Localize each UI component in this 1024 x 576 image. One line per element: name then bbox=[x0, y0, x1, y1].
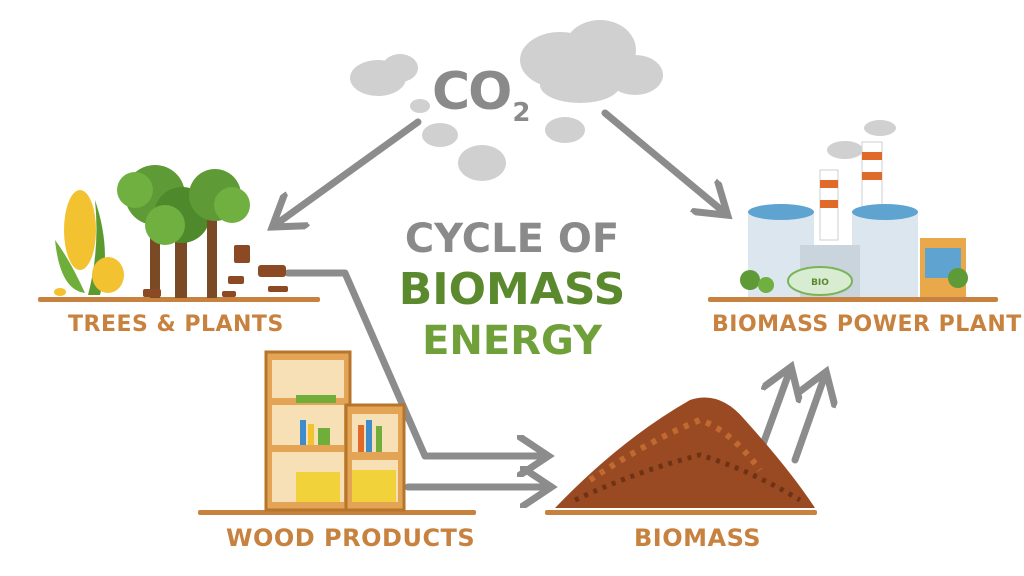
arrow-co2-to-plant bbox=[601, 109, 725, 213]
ground-line bbox=[708, 297, 998, 302]
arrow-biomass-to-plant-1 bbox=[758, 370, 790, 451]
factory-icon: BIO bbox=[708, 120, 998, 302]
cloud-icon bbox=[350, 54, 418, 96]
co2-subscript: 2 bbox=[512, 98, 531, 128]
co2-main: CO bbox=[432, 62, 512, 122]
arrow-biomass-to-plant-2 bbox=[791, 375, 825, 464]
title-line-2: BIOMASS bbox=[398, 264, 626, 315]
label-wood-products: WOOD PRODUCTS bbox=[226, 524, 476, 552]
arrow-trees-to-biomass bbox=[284, 269, 545, 456]
corn-icon bbox=[54, 190, 124, 296]
title-line-3: ENERGY bbox=[422, 318, 602, 364]
cloud-icon bbox=[520, 20, 663, 103]
label-trees-and-plants: TREES & PLANTS bbox=[68, 312, 284, 337]
ground-line bbox=[545, 510, 817, 515]
stump-icon bbox=[143, 245, 288, 297]
label-biomass: BIOMASS bbox=[634, 524, 762, 552]
cloud-icon bbox=[410, 99, 585, 181]
title-line-1: CYCLE OF bbox=[404, 216, 620, 262]
bio-tank-label: BIO bbox=[811, 278, 829, 288]
biomass-pile-icon bbox=[545, 397, 817, 515]
bookshelf-icon bbox=[198, 350, 476, 515]
label-biomass-power-plant: BIOMASS POWER PLANT bbox=[712, 312, 1022, 337]
tree-icon bbox=[189, 169, 250, 298]
trees-and-plants bbox=[38, 165, 320, 302]
arrow-co2-to-trees bbox=[275, 118, 422, 225]
co2-label: CO2 bbox=[432, 62, 530, 128]
arrows bbox=[275, 109, 825, 487]
ground-line bbox=[38, 297, 320, 302]
